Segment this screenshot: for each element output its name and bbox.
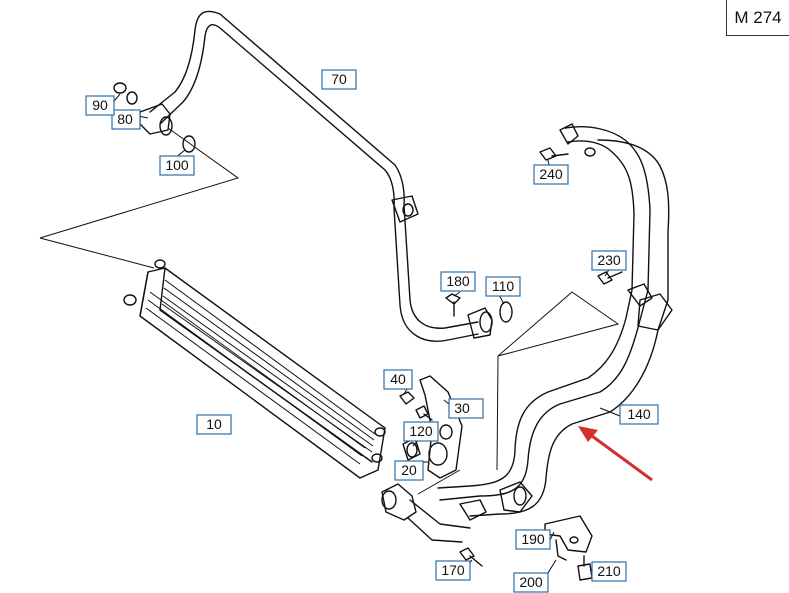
model-label: M 274 (726, 0, 789, 36)
screw-extra[interactable] (415, 405, 433, 421)
seal-ring-110[interactable] (499, 301, 513, 323)
callout-200[interactable]: 200 (513, 572, 549, 593)
oil-line-140[interactable] (437, 123, 673, 521)
svg-text:170: 170 (441, 562, 465, 578)
svg-text:210: 210 (597, 563, 621, 579)
clamp-200[interactable] (555, 539, 567, 561)
callout-110[interactable]: 110 (485, 276, 521, 297)
callout-190[interactable]: 190 (515, 529, 551, 550)
svg-text:100: 100 (165, 157, 189, 173)
bolt-170[interactable] (459, 547, 483, 567)
svg-text:70: 70 (331, 71, 347, 87)
hose-to-cooler[interactable] (381, 483, 471, 543)
callout-140[interactable]: 140 (619, 404, 659, 425)
svg-text:180: 180 (446, 273, 470, 289)
svg-text:30: 30 (454, 400, 470, 416)
callout-230[interactable]: 230 (591, 250, 627, 271)
callout-80[interactable]: 80 (111, 109, 141, 130)
callout-30[interactable]: 30 (448, 398, 484, 419)
callout-20[interactable]: 20 (394, 460, 424, 481)
highlight-arrow (578, 426, 653, 482)
svg-text:190: 190 (521, 531, 545, 547)
bolt-180[interactable] (445, 293, 461, 317)
callout-100[interactable]: 100 (159, 155, 195, 176)
oil-line-70[interactable] (149, 10, 479, 342)
svg-text:110: 110 (492, 278, 515, 294)
leader-lines (39, 93, 621, 577)
bolt-230[interactable] (597, 271, 623, 285)
seal-ring-100[interactable] (182, 135, 196, 153)
svg-text:20: 20 (401, 462, 417, 478)
svg-text:80: 80 (117, 111, 133, 127)
svg-text:120: 120 (409, 423, 433, 439)
svg-text:240: 240 (539, 166, 563, 182)
svg-text:140: 140 (627, 406, 651, 422)
callout-40[interactable]: 40 (383, 369, 413, 390)
callout-170[interactable]: 170 (435, 560, 471, 581)
svg-text:40: 40 (390, 371, 406, 387)
nut-210[interactable] (577, 555, 593, 581)
bracket-190[interactable] (544, 515, 593, 553)
connector-fitting[interactable] (467, 307, 493, 339)
bolt-40[interactable] (399, 391, 415, 405)
callout-120[interactable]: 120 (403, 421, 439, 442)
callout-240[interactable]: 240 (533, 164, 569, 185)
callout-180[interactable]: 180 (440, 271, 476, 292)
bolt-240[interactable] (539, 147, 569, 161)
svg-text:10: 10 (206, 416, 222, 432)
callout-90[interactable]: 90 (85, 95, 115, 116)
svg-text:200: 200 (519, 574, 543, 590)
svg-text:230: 230 (597, 252, 621, 268)
plug-90[interactable] (113, 82, 138, 105)
oil-cooler-10[interactable] (123, 259, 386, 479)
bracket-30[interactable] (419, 375, 463, 479)
callout-210[interactable]: 210 (591, 561, 627, 582)
callout-10[interactable]: 10 (196, 414, 232, 435)
svg-text:90: 90 (92, 97, 108, 113)
callout-70[interactable]: 70 (321, 69, 357, 90)
fitting-80[interactable] (139, 103, 173, 136)
